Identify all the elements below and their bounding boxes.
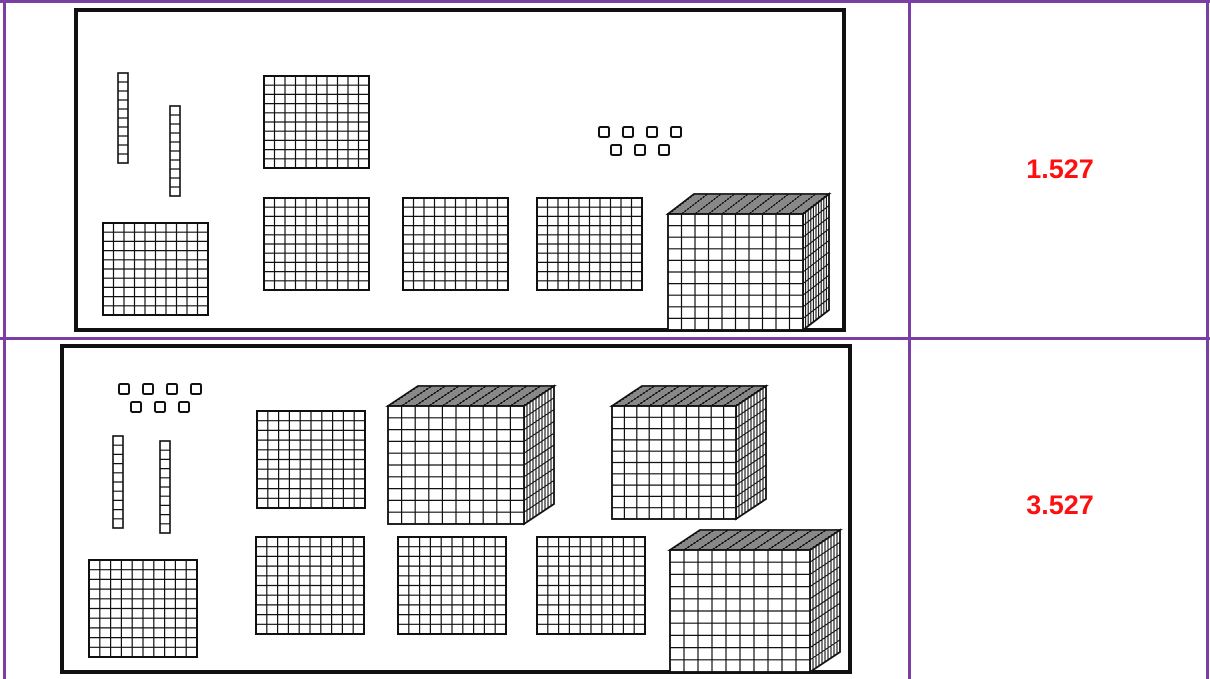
unit-cube bbox=[623, 127, 633, 137]
cube-block bbox=[612, 386, 766, 519]
rod-block bbox=[113, 436, 123, 528]
flat-block bbox=[398, 537, 506, 634]
cube-block bbox=[388, 386, 554, 524]
unit-cube bbox=[155, 402, 165, 412]
flat-block bbox=[403, 198, 508, 290]
flat-block bbox=[264, 76, 369, 168]
unit-cube bbox=[167, 384, 177, 394]
flat-block bbox=[89, 560, 197, 657]
flat-block bbox=[264, 198, 369, 290]
flat-block bbox=[256, 537, 364, 634]
flat-block bbox=[257, 411, 365, 508]
unit-blocks bbox=[599, 127, 681, 155]
rod-block bbox=[160, 441, 170, 533]
unit-cube bbox=[179, 402, 189, 412]
unit-blocks bbox=[119, 384, 201, 412]
flat-block bbox=[537, 198, 642, 290]
cube-block bbox=[670, 530, 840, 672]
unit-cube bbox=[659, 145, 669, 155]
unit-cube bbox=[647, 127, 657, 137]
unit-cube bbox=[191, 384, 201, 394]
cube-block bbox=[668, 194, 829, 330]
rod-block bbox=[170, 106, 180, 196]
unit-cube bbox=[143, 384, 153, 394]
decimal-value-row-2: 3.527 bbox=[912, 490, 1208, 521]
unit-cube bbox=[131, 402, 141, 412]
unit-cube bbox=[599, 127, 609, 137]
flat-block bbox=[537, 537, 645, 634]
flat-block bbox=[103, 223, 208, 315]
unit-cube bbox=[119, 384, 129, 394]
rod-block bbox=[118, 73, 128, 163]
unit-cube bbox=[611, 145, 621, 155]
unit-cube bbox=[671, 127, 681, 137]
decimal-value-row-1: 1.527 bbox=[912, 154, 1208, 185]
unit-cube bbox=[635, 145, 645, 155]
